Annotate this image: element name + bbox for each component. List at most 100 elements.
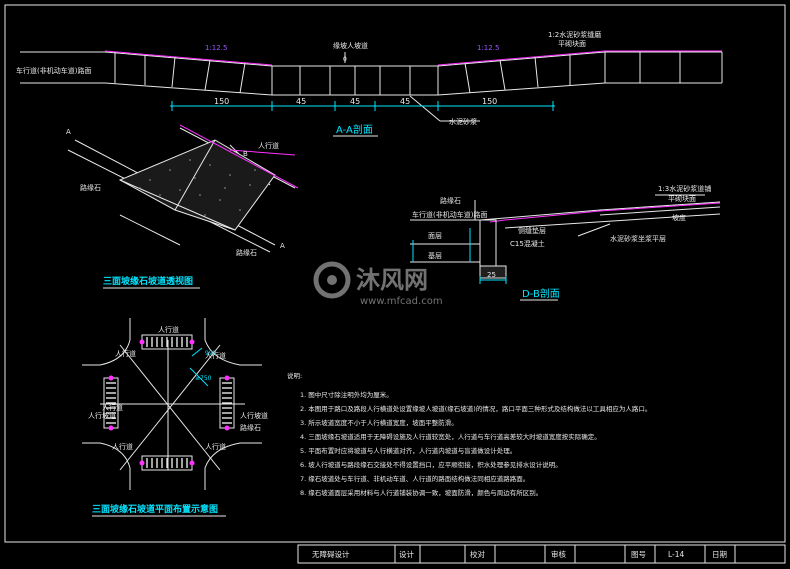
section-aa-joint [171,56,176,88]
notes-item: 1. 图中尺寸除注明外均为厘米。 [300,390,393,399]
bb-road-label: 车行道(非机动车道)路面 [412,210,487,219]
dimension-label: 45 [400,97,410,106]
plan-diagonal [119,344,221,471]
bb-cement-label: 水泥砂浆坐浆平层 [610,234,666,243]
ramp-marker [139,339,145,345]
iso-dim [119,214,181,246]
dimension-label: 45 [296,97,306,106]
texture-dot [254,169,256,171]
plan-sidewalk-label: 人行道 [115,349,136,358]
plan-corner-tr [204,318,262,366]
dimension-label: 150 [214,97,229,106]
iso-marker-a-top: A [66,128,71,136]
notes-item: 2. 本图用于路口及路段人行横道处设置缘坡人坡道(缘石坡道)的情况，路口平面三种… [300,404,651,413]
bb-title: D-B剖面 [522,287,560,300]
slope-label-left: 1:12.5 [205,44,227,52]
texture-dot [139,187,141,189]
texture-dot [224,187,226,189]
watermark-dot [327,275,337,285]
bb-base1-label: 面层 [428,232,442,240]
center-mark: 0 [343,56,347,63]
bb-base2-label: 基层 [428,251,442,260]
texture-dot [189,159,191,161]
section-aa-dimensions [170,101,555,111]
iso-texture [139,159,256,216]
texture-dot [169,169,171,171]
iso-curb-bottom-label: 路缘石 [236,248,257,257]
section-bb [410,194,721,279]
bb-c15-label: C15混凝土 [510,239,545,248]
bb-top-surface [410,201,721,221]
bb-ramp-surface [489,202,721,223]
iso-marker-b: B [243,150,248,158]
dimension-line [189,367,209,387]
bb-dimension [412,228,507,284]
texture-dot [194,177,196,179]
texture-dot [229,174,231,176]
plan-dim-label: ≥750 [195,375,212,382]
bb-leader [577,223,611,237]
iso-magenta-lines [179,124,299,189]
center-label: 缘坡人坡道 [333,41,368,50]
ramp-marker [224,425,230,431]
notes-item: 4. 三面坡缘石坡道适用于无障碍设施及人行道较宽处，人行道与车行道高差较大时坡道… [300,432,601,441]
texture-dot [149,179,151,181]
texture-dot [179,189,181,191]
date-label: 日期 [712,550,727,559]
check-label: 校对 [470,549,485,559]
section-aa [20,50,723,122]
bb-stone-label: 平砌块面 [668,194,696,203]
plan-dim-label2: 999 [205,350,217,357]
dimension-label: 150 [482,97,497,106]
plan-corner-bl [82,442,131,490]
plan-curb-label: 路缘石 [240,423,261,432]
watermark-ring [313,261,351,299]
plan-stripes [106,337,232,468]
plan-sidewalk-label: 人行道 [205,442,226,451]
plan-sidewalk-label: 人行道 [102,403,123,412]
review-label: 审核 [551,549,566,559]
bb-base [599,206,721,216]
section-aa-base [104,82,722,96]
notes-item: 3. 所示坡道宽度不小于人行横道宽度，坡面平整防滑。 [300,418,458,427]
iso-labels: 人行道 路缘石 路缘石 A A B 三面坡缘石坡道透视图 [66,128,285,287]
dimension-line [191,347,203,357]
section-aa-joint [499,59,506,91]
texture-dot [159,194,161,196]
ramp-marker [189,460,195,466]
watermark-url: www.mfcad.com [360,296,443,307]
plan-labels: 人行道 人行道 人行道 人行道 人行道 人行道 人行坡道 人行坡道 路缘石 ≥7… [88,325,268,515]
ramp-marker [108,425,114,431]
dimension-label: 45 [350,97,360,106]
ramp-marker [189,339,195,345]
section-aa-slope-right [437,50,606,66]
watermark-brand: 沐风网 [356,266,428,294]
texture-dot [199,194,201,196]
texture-dot [209,164,211,166]
plan-ramp-label-left: 人行坡道 [88,411,116,420]
notes-item: 8. 缘石坡道面层采用材料与人行道铺装协调一致，坡面防滑，颜色与周边有所区别。 [300,488,542,497]
section-aa-joint [204,59,211,91]
iso-title: 三面坡缘石坡道透视图 [103,275,193,287]
plan-sidewalk-label: 人行道 [158,325,179,334]
bb-concrete-foot [479,265,507,279]
bb-base [504,213,721,229]
iso-edge [174,139,216,211]
bb-slope-label: 坡度 [672,213,686,222]
notes-item: 5. 平面布置时应将坡道与人行横道对齐，人行道内坡道与盲道做设计处理。 [300,446,516,455]
plan-view [82,318,262,490]
iso-section-line [179,124,299,189]
texture-dot [249,184,251,186]
notes: 说明: 1. 图中尺寸除注明外均为厘米。 2. 本图用于路口及路段人行横道处设置… [287,371,651,497]
right-mid-label: 平砌块面 [558,39,586,48]
sheet-border [4,4,786,543]
section-aa-dim-labels: 150 45 45 45 150 [214,97,497,106]
notes-item: 6. 坡人行坡道与路段缘石交接处不得设置挡口，应平顺衔接，积水处理参见排水设计说… [300,460,562,469]
plan-ramp-markers [108,339,230,466]
watermark-logo-icon: 沐风网 www.mfcad.com [313,261,443,307]
section-aa-slope-left [104,50,273,66]
bb-mortar-label: 1:3水泥砂浆道铺 [658,184,711,193]
notes-item: 7. 缘石坡道处与车行道、非机动车道、人行道的路面结构做法同相应道路路面。 [300,474,529,483]
section-aa-joint [464,62,471,94]
iso-curb-left-label: 路缘石 [80,183,101,192]
